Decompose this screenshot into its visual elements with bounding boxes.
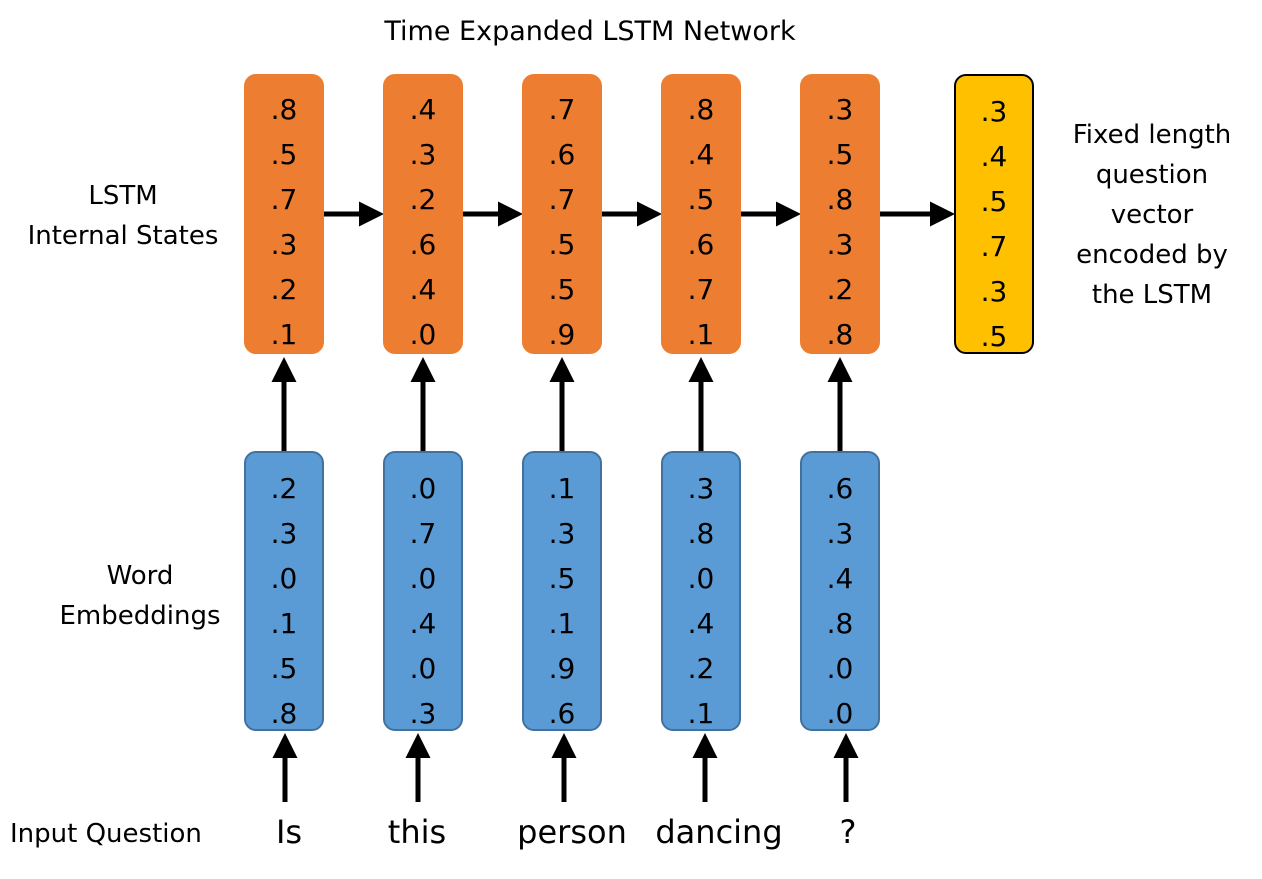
lstm-state-box-value: .4 [409, 93, 437, 126]
word-embedding-box: .2 .3 .0 .1 .5 .8 [244, 451, 324, 731]
lstm-label-line-2: Internal States [27, 221, 219, 251]
word-embedding-box-value: .6 [826, 472, 854, 505]
lstm-state-box-value: .1 [687, 318, 715, 351]
word-embedding-box-value: .6 [548, 697, 576, 730]
lstm-state-box: .4 .3 .2 .6 .4 .0 [383, 74, 463, 354]
lstm-state-box-value: .5 [687, 183, 715, 216]
word-embedding-box: .6 .3 .4 .8 .0 .0 [800, 451, 880, 731]
word-embedding-box-value: .3 [826, 517, 854, 550]
word-embedding-box-value: .3 [548, 517, 576, 550]
input-question-label: Input Question [10, 819, 202, 849]
input-word: Is [275, 813, 303, 851]
lstm-state-box-value: .6 [548, 138, 576, 171]
lstm-state-box-value: .6 [687, 228, 715, 261]
word-embedding-box-value: .3 [687, 472, 715, 505]
word-embedding-box-value: .4 [409, 607, 437, 640]
output-vector-box-value: .7 [980, 230, 1008, 263]
lstm-state-box-value: .5 [826, 138, 854, 171]
word-embedding-box-value: .8 [270, 697, 298, 730]
lstm-states-label: LSTM Internal States [18, 176, 228, 256]
diagram-title: Time Expanded LSTM Network [384, 16, 796, 47]
word-embedding-box-value: .5 [270, 652, 298, 685]
word-embedding-box-value: .9 [548, 652, 576, 685]
output-vector-box: .3 .4 .5 .7 .3 .5 [954, 74, 1034, 354]
output-vector-box-value: .3 [980, 275, 1008, 308]
lstm-state-box-value: .2 [826, 273, 854, 306]
input-word: ? [839, 813, 857, 851]
output-vector-box-value: .3 [980, 95, 1008, 128]
output-label-line-5: the LSTM [1091, 280, 1213, 310]
word-embedding-box-value: .8 [826, 607, 854, 640]
word-embedding-box-value: .0 [826, 697, 854, 730]
word-embedding-box-value: .2 [270, 472, 298, 505]
word-embedding-box-value: .1 [270, 607, 298, 640]
word-embedding-box-value: .0 [409, 652, 437, 685]
lstm-state-box-value: .4 [409, 273, 437, 306]
word-embedding-box-value: .4 [687, 607, 715, 640]
lstm-state-box: .3 .5 .8 .3 .2 .8 [800, 74, 880, 354]
lstm-state-box-value: .8 [687, 93, 715, 126]
word-embedding-box: .3 .8 .0 .4 .2 .1 [661, 451, 741, 731]
word-embedding-box-value: .1 [548, 607, 576, 640]
lstm-state-box-value: .6 [409, 228, 437, 261]
output-vector-box-value: .5 [980, 185, 1008, 218]
lstm-state-box-value: .5 [548, 273, 576, 306]
lstm-state-box-value: .7 [270, 183, 298, 216]
lstm-state-box-value: .8 [270, 93, 298, 126]
word-embedding-box-value: .1 [687, 697, 715, 730]
lstm-state-box-value: .3 [826, 228, 854, 261]
lstm-label-line-1: LSTM [88, 181, 158, 211]
lstm-state-box-value: .7 [548, 183, 576, 216]
word-embedding-box-value: .0 [826, 652, 854, 685]
word-embedding-box-value: .3 [409, 697, 437, 730]
lstm-state-box: .7 .6 .7 .5 .5 .9 [522, 74, 602, 354]
lstm-state-box-value: .0 [409, 318, 437, 351]
lstm-state-box: .8 .5 .7 .3 .2 .1 [244, 74, 324, 354]
input-word: dancing [655, 813, 783, 851]
lstm-state-box-value: .1 [270, 318, 298, 351]
output-vector-box-value: .5 [980, 320, 1008, 353]
output-vector-box-value: .4 [980, 140, 1008, 173]
lstm-state-box-value: .7 [687, 273, 715, 306]
lstm-state-box-value: .9 [548, 318, 576, 351]
word-embeddings-label: Word Embeddings [50, 556, 230, 636]
lstm-state-box-value: .2 [270, 273, 298, 306]
embed-label-line-1: Word [106, 561, 174, 591]
lstm-state-box-value: .8 [826, 318, 854, 351]
output-vector-label: Fixed length question vector encoded by … [1062, 115, 1242, 315]
output-label-line-1: Fixed length [1072, 120, 1232, 150]
lstm-state-box-value: .2 [409, 183, 437, 216]
word-embedding-box-value: .0 [270, 562, 298, 595]
word-embedding-box-value: .2 [687, 652, 715, 685]
word-embedding-box-value: .4 [826, 562, 854, 595]
lstm-state-box-value: .8 [826, 183, 854, 216]
lstm-state-box: .8 .4 .5 .6 .7 .1 [661, 74, 741, 354]
word-embedding-box: .0 .7 .0 .4 .0 .3 [383, 451, 463, 731]
lstm-state-box-value: .3 [826, 93, 854, 126]
input-word: person [517, 813, 627, 851]
lstm-state-box-value: .7 [548, 93, 576, 126]
output-label-line-3: vector [1110, 200, 1194, 230]
lstm-state-box-value: .5 [548, 228, 576, 261]
output-label-line-2: question [1095, 160, 1209, 190]
word-embedding-box-value: .3 [270, 517, 298, 550]
word-embedding-box-value: .8 [687, 517, 715, 550]
lstm-state-box-value: .4 [687, 138, 715, 171]
word-embedding-box-value: .0 [409, 562, 437, 595]
word-embedding-box: .1 .3 .5 .1 .9 .6 [522, 451, 602, 731]
word-embedding-box-value: .7 [409, 517, 437, 550]
input-word: this [387, 813, 447, 851]
word-embedding-box-value: .1 [548, 472, 576, 505]
lstm-state-box-value: .5 [270, 138, 298, 171]
lstm-state-box-value: .3 [270, 228, 298, 261]
word-embedding-box-value: .0 [409, 472, 437, 505]
word-embedding-box-value: .5 [548, 562, 576, 595]
embed-label-line-2: Embeddings [59, 601, 221, 631]
output-label-line-4: encoded by [1076, 240, 1228, 270]
word-embedding-box-value: .0 [687, 562, 715, 595]
lstm-state-box-value: .3 [409, 138, 437, 171]
